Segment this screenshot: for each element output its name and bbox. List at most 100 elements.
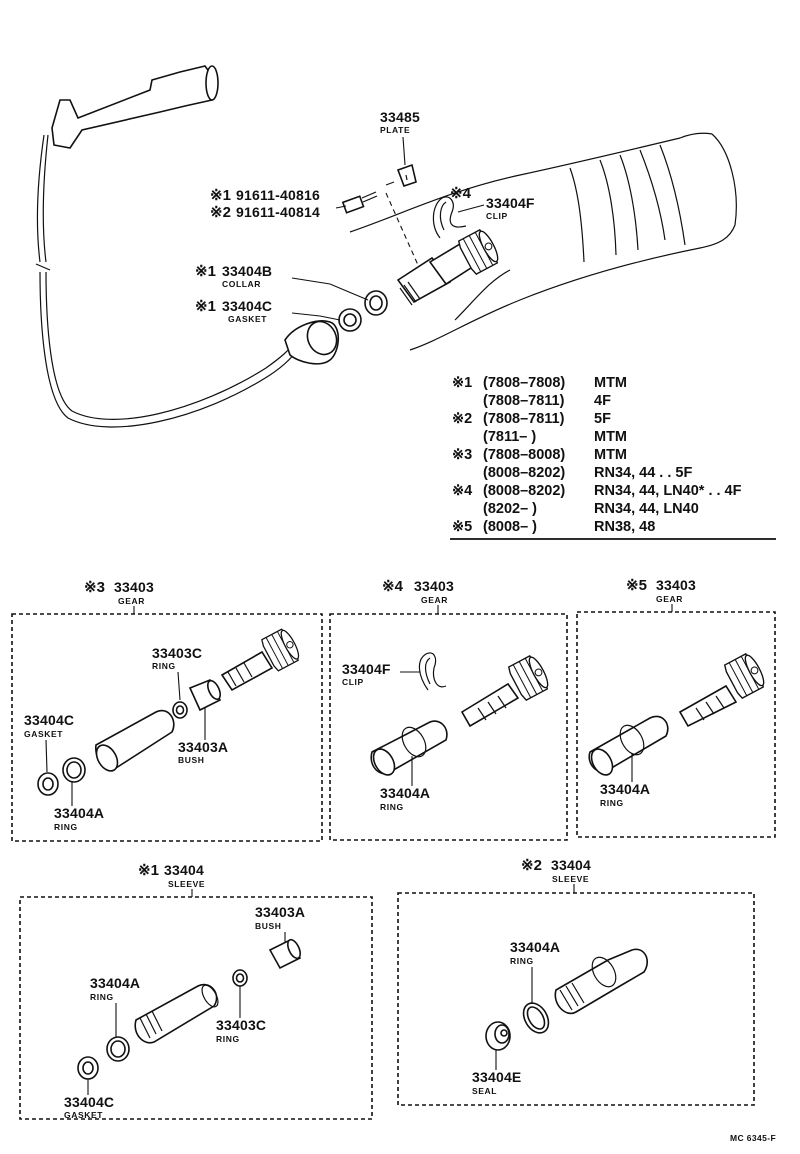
collar-mark: ※1 [195,263,216,280]
gear3-ring-c-pn: 33403C [152,645,202,661]
sleeve1-ring-c-pn: 33403C [216,1017,266,1033]
bolt2-mark: ※2 [210,204,231,221]
clip-mark: ※4 [450,185,472,202]
gear4-clip [418,652,447,691]
gear3-part-number: 33403 [114,579,154,595]
gear3-ring-c [172,701,188,719]
gear5-gear [678,650,769,728]
app-row-7-range: (8008–8202) [483,483,565,499]
bolt1-mark: ※1 [210,187,231,204]
gear3-ring-a-name: RING [54,822,78,832]
gear5-mark: ※5 [626,577,647,594]
gasket-part-number: 33404C [222,298,272,314]
gasket-mark: ※1 [195,298,216,315]
gear5-box [576,611,776,838]
sleeve1-bush-name: BUSH [255,921,282,931]
gear-assembly [396,226,503,306]
sleeve2-mark: ※2 [521,857,542,874]
app-row-9-mark: ※5 [452,519,472,535]
app-row-1-range: (7808–7808) [483,375,565,391]
gear3-gasket [37,772,59,796]
bolt1-part-number: 91611-40816 [236,187,320,203]
sleeve1-ring-c-name: RING [216,1034,240,1044]
app-row-8-range: (8202– ) [483,501,537,517]
sleeve1-ring-a [106,1036,130,1062]
sleeve1-gasket-name: GASKET [64,1110,103,1120]
sleeve2-ring-a-pn: 33404A [510,939,560,955]
sleeve2-name: SLEEVE [552,874,589,884]
app-row-7-mark: ※4 [452,483,472,499]
sleeve2-seal-pn: 33404E [472,1069,521,1085]
app-row-3-mark: ※2 [452,411,472,427]
sleeve1-ring-a-pn: 33404A [90,975,140,991]
plate-part-number: 33485 [380,109,420,125]
app-row-6-model: RN34, 44 . . 5F [594,465,692,481]
gear3-bush [188,678,222,712]
gear4-part-number: 33403 [414,578,454,594]
app-row-4-model: MTM [594,429,627,445]
sleeve2-panel: ※2 33404 SLEEVE 33404A RING 33404E SEAL [397,857,755,1106]
app-row-5-model: MTM [594,447,627,463]
sleeve2-ring-a-name: RING [510,956,534,966]
gear5-name: GEAR [656,594,683,604]
sleeve1-bush-pn: 33403A [255,904,305,920]
gasket-ring [338,308,362,332]
collar-ring [364,290,388,316]
sleeve1-name: SLEEVE [168,879,205,889]
gear4-panel: ※4 33403 GEAR 33404F CLIP 33404A RING [329,578,568,841]
sleeve1-part-number: 33404 [164,862,204,878]
plate-name: PLATE [380,125,410,135]
app-row-2-range: (7808–7811) [483,393,565,409]
sleeve2-box [397,892,755,1106]
sleeve2-part-number: 33404 [551,857,591,873]
collar-name: COLLAR [222,279,261,289]
app-row-2-model: 4F [594,393,611,409]
app-row-5-range: (7808–8008) [483,447,565,463]
gear3-bush-pn: 33403A [178,739,228,755]
app-row-4-range: (7811– ) [483,429,536,445]
app-row-6-range: (8008–8202) [483,465,565,481]
gear4-sleeve [370,720,448,776]
sleeve1-mark: ※1 [138,862,159,879]
gear5-sleeve [588,715,669,776]
sleeve1-ring-a-name: RING [90,992,114,1002]
sleeve1-gasket-pn: 33404C [64,1094,114,1110]
sleeve1-gasket [77,1056,99,1080]
plate-part [396,163,417,188]
gear3-gear [220,626,304,692]
app-row-1-mark: ※1 [452,375,472,391]
gear3-box [11,613,323,842]
collar-part-number: 33404B [222,263,272,279]
gear4-ring-a-name: RING [380,802,404,812]
gear5-panel: ※5 33403 GEAR 33404A RING [576,577,776,838]
cable [36,134,301,428]
figure-code: MC 6345-F [730,1133,776,1143]
sleeve1-ring-c [232,969,248,987]
gear4-box [329,613,568,841]
gear3-gasket-pn: 33404C [24,712,74,728]
sleeve1-sleeve [134,983,219,1044]
clip-name: CLIP [486,211,508,221]
app-row-5-mark: ※3 [452,447,472,463]
gear3-sleeve [95,709,175,772]
sleeve2-ring-a [522,1002,550,1034]
clip-part-number: 33404F [486,195,535,211]
sleeve2-seal [485,1021,511,1051]
gear3-bush-name: BUSH [178,755,205,765]
sleeve2-seal-name: SEAL [472,1086,497,1096]
sleeve1-panel: ※1 33404 SLEEVE 33403A [19,862,373,1120]
gear5-ring-a-name: RING [600,798,624,808]
app-row-7-model: RN34, 44, LN40* . . 4F [594,483,742,499]
app-row-8-model: RN34, 44, LN40 [594,501,699,517]
gear4-ring-a-pn: 33404A [380,785,430,801]
gear3-ring-a [62,757,86,783]
bolt-part [341,191,378,214]
applicability-table: ※1 (7808–7808) MTM (7808–7811) 4F ※2 (78… [450,375,776,540]
gear4-gear [460,652,553,728]
gear3-ring-a-pn: 33404A [54,805,104,821]
gear3-mark: ※3 [84,579,105,596]
app-row-9-model: RN38, 48 [594,519,655,535]
gear3-gasket-name: GASKET [24,729,63,739]
gear4-name: GEAR [421,595,448,605]
